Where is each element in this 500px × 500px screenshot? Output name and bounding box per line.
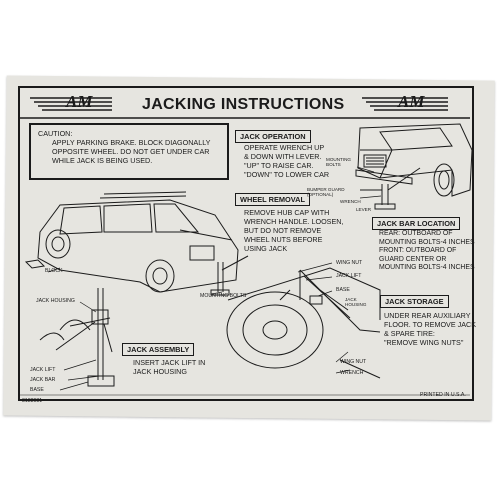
label-base-storage: BASE — [336, 287, 350, 293]
jack-storage-header: JACK STORAGE — [380, 295, 449, 308]
label-wing-nut: WING NUT — [336, 260, 363, 266]
label-mounting-bolts-rear: MOUNTING BOLTS — [200, 293, 247, 299]
jack-operation-text: OPERATE WRENCH UP & DOWN WITH LEVER. "UP… — [244, 143, 330, 179]
caution-header: CAUTION: — [38, 129, 73, 138]
caution-box — [29, 123, 229, 180]
page-title: JACKING INSTRUCTIONS — [142, 96, 345, 113]
jack-operation-header: JACK OPERATION — [235, 130, 311, 143]
wheel-removal-header: WHEEL REMOVAL — [235, 193, 311, 206]
label-jack-housing-storage: JACK HOUSING — [345, 297, 367, 308]
label-jack-housing-assembly: JACK HOUSING — [36, 298, 75, 304]
jack-bar-location-header: JACK BAR LOCATION — [372, 217, 461, 230]
label-wing-nut-lower: WING NUT — [340, 359, 367, 365]
leader-lines — [47, 166, 382, 391]
label-jack-lift-assembly: JACK LIFT — [30, 367, 56, 373]
logo-stripes-right — [362, 97, 448, 111]
label-jack-lift-storage: JACK LIFT — [336, 273, 362, 279]
jack-assembly-header: JACK ASSEMBLY — [122, 343, 195, 356]
sheet-border — [18, 86, 474, 401]
label-lever: LEVER — [356, 207, 372, 212]
logo-right: AM — [398, 92, 425, 111]
label-wrench-lower: WRENCH — [340, 370, 364, 376]
front-car-illustration — [355, 123, 473, 210]
printed-in: PRINTED IN U.S.A. — [420, 392, 466, 398]
label-wrench-front: WRENCH — [340, 199, 361, 204]
jack-bar-location-text: REAR: OUTBOARD OF MOUNTING BOLTS-4 INCHE… — [379, 230, 475, 272]
wheel-removal-text: REMOVE HUB CAP WITH WRENCH HANDLE. LOOSE… — [244, 208, 344, 253]
caution-text: APPLY PARKING BRAKE. BLOCK DIAGONALLY OP… — [52, 138, 211, 165]
label-mounting-bolts-front: MOUNTING BOLTS — [326, 157, 352, 168]
label-block: BLOCK — [45, 268, 63, 274]
jack-assembly-illustration — [39, 288, 115, 387]
label-bumper-guard: BUMPER GUARD (OPTIONAL) — [307, 187, 345, 198]
logo-left: AM — [66, 92, 93, 111]
label-jack-bar: JACK BAR — [30, 377, 56, 383]
logo-stripes-left — [30, 97, 112, 111]
label-base-assembly: BASE — [30, 387, 44, 393]
part-number: 3188981 — [22, 398, 43, 404]
station-wagon-illustration — [24, 191, 249, 296]
jack-storage-text: UNDER REAR AUXILIARY FLOOR. TO REMOVE JA… — [384, 311, 476, 347]
jack-assembly-text: INSERT JACK LIFT IN JACK HOUSING — [133, 358, 206, 376]
